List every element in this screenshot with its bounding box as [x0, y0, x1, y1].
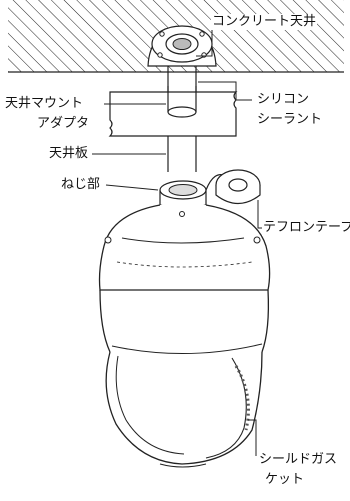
- label-silicone-sealant-2: シーラント: [256, 112, 324, 128]
- camera-dome: [98, 204, 271, 468]
- label-shield-gasket-2: ケット: [264, 472, 306, 488]
- label-silicone-sealant-1: シリコン: [256, 92, 311, 108]
- label-ceiling-mount-adapter-2: アダプタ: [36, 116, 91, 132]
- label-thread-part: ねじ部: [60, 177, 102, 193]
- label-shield-gasket-1: シールドガス: [258, 452, 339, 468]
- teflon-tape-roll: [205, 169, 261, 205]
- mount-pipe: [167, 86, 197, 172]
- label-concrete-ceiling: コンクリート天井: [211, 14, 318, 30]
- mount-flange: [147, 25, 217, 110]
- leader-lines: [92, 22, 266, 456]
- label-ceiling-mount-adapter-1: 天井マウント: [4, 96, 85, 112]
- label-ceiling-board: 天井板: [48, 146, 90, 162]
- thread-part: [159, 180, 207, 210]
- label-teflon-tape: テフロンテープ: [262, 220, 350, 236]
- ceiling-board: [108, 91, 238, 137]
